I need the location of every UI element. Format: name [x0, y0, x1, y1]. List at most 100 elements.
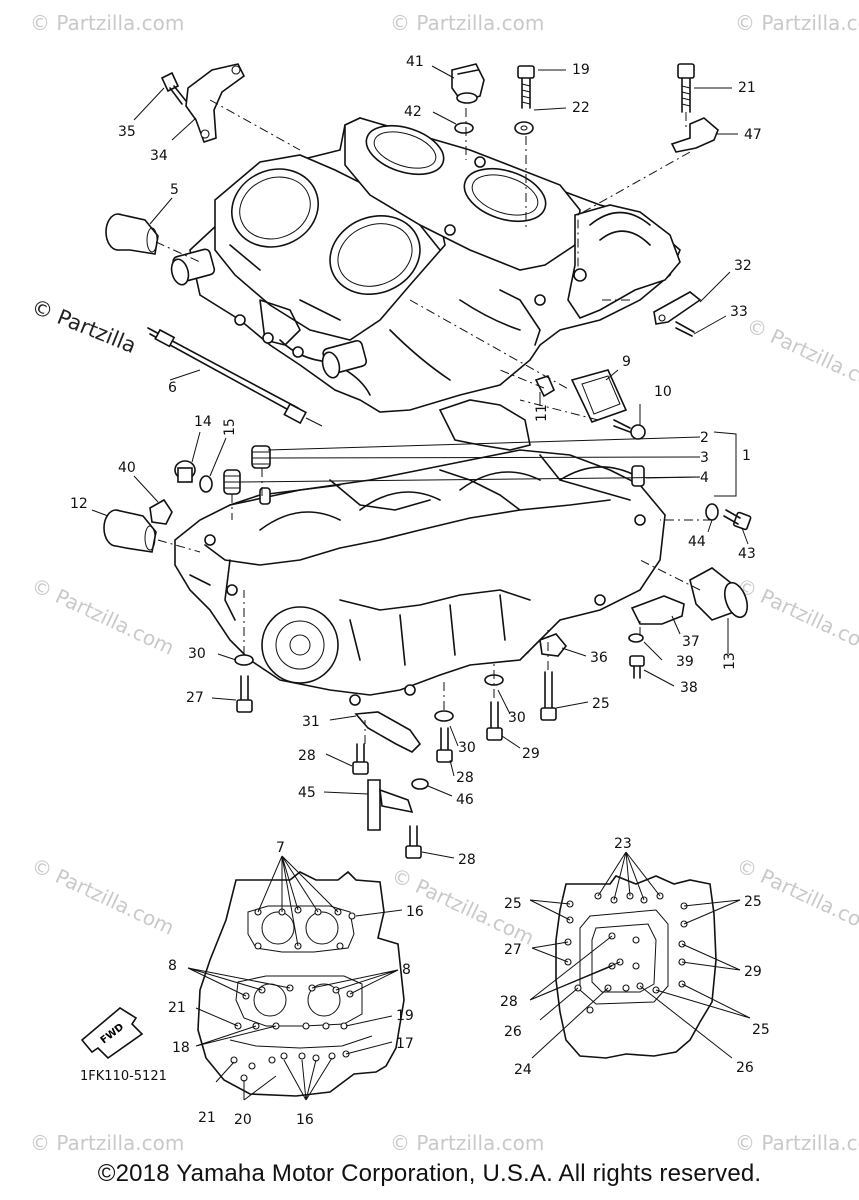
lower-case-leaders [529, 851, 751, 1059]
callout-44: 44 [688, 534, 706, 550]
upper-crankcase [170, 117, 681, 413]
callout-12: 12 [70, 496, 88, 512]
lower-case-bolt-pattern [555, 875, 717, 1059]
callout-4: 4 [700, 470, 709, 486]
callout-7: 7 [276, 840, 285, 856]
part-3-dowel [223, 469, 241, 495]
watermark: © Partzilla.com [390, 11, 544, 35]
callout-36: 36 [590, 650, 608, 666]
callout-30: 30 [508, 710, 526, 726]
callout-21: 21 [738, 80, 756, 96]
part-30-washer [434, 710, 454, 722]
callout-27: 27 [186, 690, 204, 706]
callout-1: 1 [742, 448, 751, 464]
watermark: © Partzilla.com [735, 11, 859, 35]
part-43-bolt [723, 509, 752, 531]
callout-26: 26 [736, 1060, 754, 1076]
callout-25: 25 [592, 696, 610, 712]
callout-10: 10 [654, 384, 672, 400]
callout-41: 41 [406, 54, 424, 70]
part-21-bolt [677, 63, 695, 113]
callout-35: 35 [118, 124, 136, 140]
part-39-washer [628, 633, 644, 643]
part-14-plug [174, 460, 196, 483]
upper-case-leaders [187, 855, 403, 1101]
callout-9: 9 [622, 354, 631, 370]
part-9-cover [570, 369, 628, 423]
part-36-clip [539, 633, 568, 657]
part-38-bolt [629, 655, 645, 679]
part-41-oil-cap [451, 63, 485, 104]
callout-25: 25 [752, 1022, 770, 1038]
part-28-bolt [352, 743, 369, 775]
part-31-bracket [354, 711, 422, 753]
watermark-dark: © Partzilla [28, 294, 139, 358]
callout-11: 11 [534, 404, 550, 422]
part-47-clamp [670, 117, 719, 153]
callout-28: 28 [458, 852, 476, 868]
callout-39: 39 [676, 654, 694, 670]
upper-case-bolt-pattern [197, 870, 405, 1097]
watermark: © Partzilla.com [30, 11, 184, 35]
watermark: © Partzilla.com [743, 313, 859, 400]
callout-21: 21 [198, 1110, 216, 1126]
part-15-o-ring [199, 475, 213, 493]
part-33-screw [675, 321, 695, 337]
watermark: © Partzilla.com [733, 573, 859, 660]
callout-47: 47 [744, 127, 762, 143]
watermark: © Partzilla.com [28, 853, 178, 940]
part-40-plug [149, 498, 173, 525]
watermark: © Partzilla.com [30, 1131, 184, 1155]
callout-20: 20 [234, 1112, 252, 1128]
callout-23: 23 [614, 836, 632, 852]
callout-25: 25 [744, 894, 762, 910]
callout-30: 30 [458, 740, 476, 756]
part-37-bracket [630, 595, 685, 625]
callout-38: 38 [680, 680, 698, 696]
part-45-pipe [367, 779, 414, 831]
part-35-screw [160, 71, 187, 105]
callout-labels: 35 34 41 42 19 22 21 47 5 32 33 6 9 10 1… [70, 54, 770, 1128]
part-13-plug [689, 567, 749, 621]
fwd-arrow-icon: FWD [80, 1007, 144, 1060]
callout-33: 33 [730, 304, 748, 320]
part-29-bolt [486, 701, 503, 741]
watermark: © Partzilla.com [390, 1131, 544, 1155]
callout-6: 6 [168, 380, 177, 396]
callout-42: 42 [404, 104, 422, 120]
copyright-notice: ©2018 Yamaha Motor Corporation, U.S.A. A… [97, 1160, 762, 1187]
callout-18: 18 [172, 1040, 190, 1056]
callout-16: 16 [406, 904, 424, 920]
part-32-plate [653, 291, 702, 325]
lower-crankcase [174, 399, 666, 706]
callout-2: 2 [700, 430, 709, 446]
callout-8: 8 [402, 962, 411, 978]
callout-31: 31 [302, 714, 320, 730]
part-2-dowel [251, 445, 271, 469]
watermark: © Partzilla.com [28, 573, 178, 660]
bolt-holes [230, 906, 356, 1082]
callout-26: 26 [504, 1024, 522, 1040]
callout-32: 32 [734, 258, 752, 274]
callout-28: 28 [456, 770, 474, 786]
callout-3: 3 [700, 450, 709, 466]
part-19-bolt [517, 65, 535, 109]
callout-14: 14 [194, 414, 212, 430]
callout-19: 19 [572, 62, 590, 78]
part-12-plug [103, 509, 157, 553]
callout-27: 27 [504, 942, 522, 958]
callout-5: 5 [170, 182, 179, 198]
part-44-washer [705, 503, 719, 521]
callout-19: 19 [396, 1008, 414, 1024]
part-42-o-ring [454, 122, 474, 134]
part-5-plug [105, 213, 159, 255]
callout-28: 28 [298, 748, 316, 764]
diagram-code: 1FK110-5121 [80, 1069, 167, 1084]
part-25-bolt [540, 671, 557, 721]
callout-28: 28 [500, 994, 518, 1010]
callout-46: 46 [456, 792, 474, 808]
parts [103, 63, 752, 859]
callout-43: 43 [738, 546, 756, 562]
part-6-oil-pipe [147, 327, 323, 427]
